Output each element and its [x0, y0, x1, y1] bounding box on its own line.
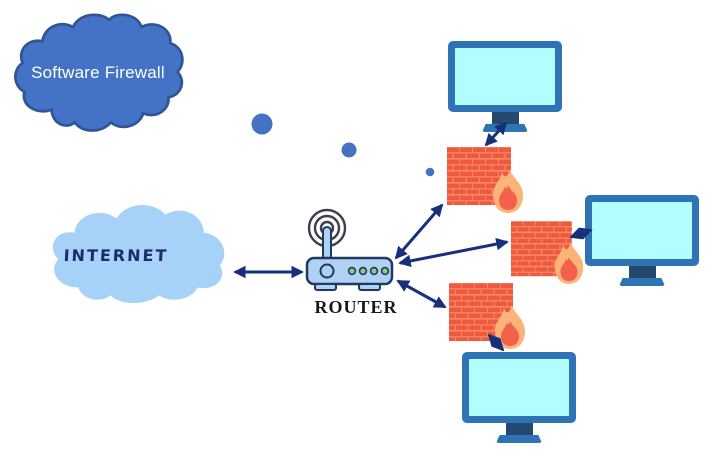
- router-label: ROUTER: [314, 297, 398, 317]
- brick-wall-flame-icon: [449, 283, 525, 349]
- brick-wall-flame-icon: [511, 221, 584, 284]
- edge-router-firewall-1: [394, 203, 444, 260]
- monitor-stand: [491, 112, 519, 124]
- router-port-circle: [319, 263, 335, 279]
- cloud-icon: [14, 13, 184, 132]
- monitor-base: [482, 124, 528, 132]
- computer-2: [585, 195, 699, 286]
- monitor-frame: [462, 352, 576, 423]
- edge-router-firewall-2: [398, 237, 509, 268]
- flame-icon: [493, 169, 523, 213]
- monitor-stand: [505, 423, 533, 435]
- brick-wall-flame-icon: [447, 147, 523, 213]
- thought-dot-large: [251, 113, 273, 135]
- software-firewall-cloud: Software Firewall: [10, 8, 190, 136]
- monitor-base: [619, 278, 665, 286]
- cloud-icon: [52, 205, 225, 304]
- internet-label: INTERNET: [63, 246, 169, 265]
- monitor-screen: [469, 359, 569, 416]
- monitor-screen: [592, 202, 692, 259]
- monitor-frame: [585, 195, 699, 266]
- monitor-screen: [455, 48, 555, 105]
- monitor-base: [496, 435, 542, 443]
- router-node: [299, 203, 401, 293]
- router-led-lights: [347, 266, 390, 276]
- internet-cloud: INTERNET: [40, 194, 232, 308]
- monitor-frame: [448, 41, 562, 112]
- firewall-3: [449, 283, 529, 349]
- router-feet: [314, 283, 381, 291]
- flame-icon: [554, 242, 584, 284]
- router-antenna: [322, 226, 332, 262]
- firewall-2: [511, 221, 587, 284]
- thought-dot-small: [425, 167, 435, 177]
- firewall-1: [447, 147, 527, 213]
- router-icon: [305, 208, 394, 291]
- monitor-stand: [628, 266, 656, 278]
- thought-dot-medium: [341, 142, 357, 158]
- cloud-shape: [52, 205, 225, 304]
- computer-1: [448, 41, 562, 132]
- computer-3: [462, 352, 576, 443]
- cloud-shape: [14, 13, 184, 132]
- software-firewall-label: Software Firewall: [31, 63, 165, 82]
